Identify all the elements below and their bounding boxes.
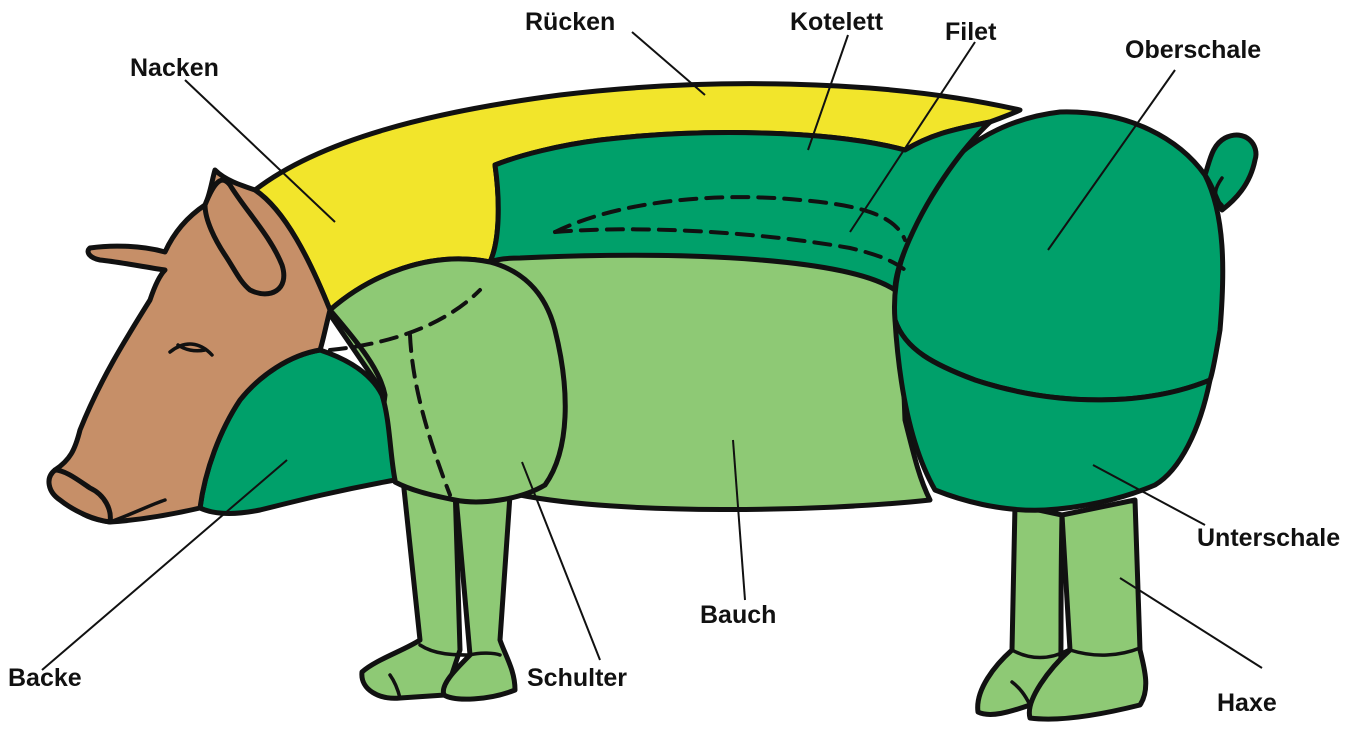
front-leg-left [362, 470, 460, 698]
label-haxe: Haxe [1217, 689, 1277, 717]
label-unterschale: Unterschale [1197, 524, 1340, 552]
label-bauch: Bauch [700, 601, 776, 629]
label-schulter: Schulter [527, 664, 627, 692]
label-ruecken: Rücken [525, 8, 615, 36]
label-backe: Backe [8, 664, 82, 692]
label-nacken: Nacken [130, 54, 219, 82]
hoof-line-2 [470, 653, 500, 655]
label-oberschale: Oberschale [1125, 36, 1261, 64]
label-kotelett: Kotelett [790, 8, 884, 36]
label-filet: Filet [945, 18, 997, 46]
